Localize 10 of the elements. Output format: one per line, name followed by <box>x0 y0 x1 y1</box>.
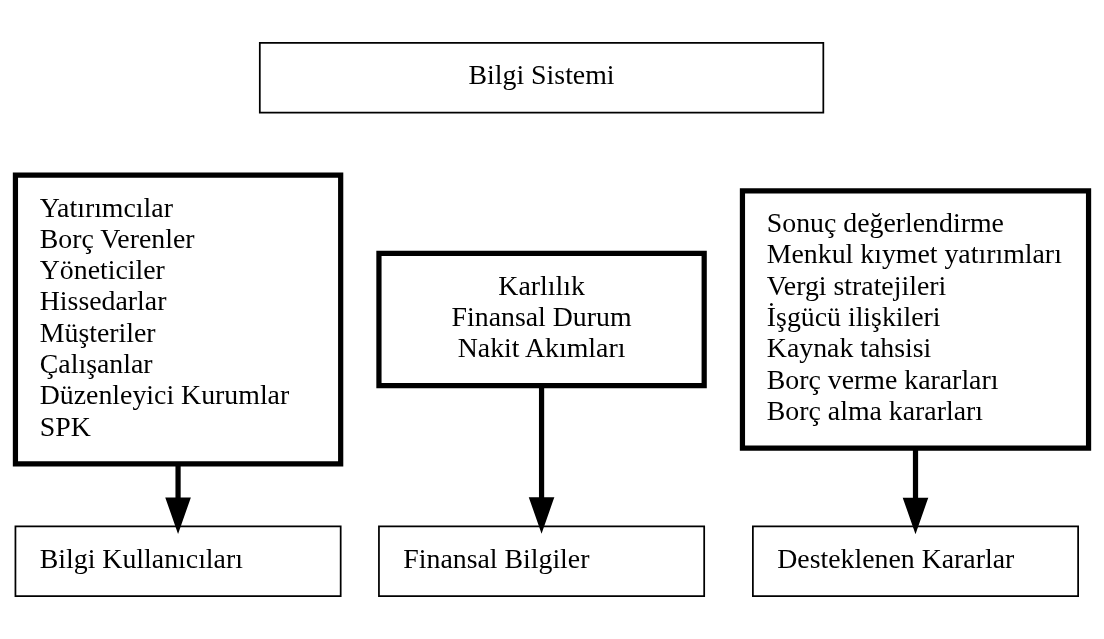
node-box: Desteklenen Kararlar <box>752 525 1079 597</box>
node-box: Yatırımcılar Borç Verenler Yöneticiler Hissedarlar Müşteriler Çalışanlar Düzenleyici Kurumlar SPK <box>12 172 344 467</box>
arrow <box>165 464 191 534</box>
node-box: Bilgi Sistemi <box>258 42 825 114</box>
node-box: Sonuç değerlendirme Menkul kıymet yatırımları Vergi stratejileri İşgücü ilişkileri Kaynak tahsisi Borç verme kararları Borç alma kararları <box>739 188 1092 451</box>
arrow <box>528 385 555 534</box>
node-box: Karlılık Finansal Durum Nakit Akımları <box>376 250 707 389</box>
arrow <box>902 448 929 535</box>
node-box: Bilgi Kullanıcıları <box>14 525 342 597</box>
node-box: Finansal Bilgiler <box>378 525 706 597</box>
